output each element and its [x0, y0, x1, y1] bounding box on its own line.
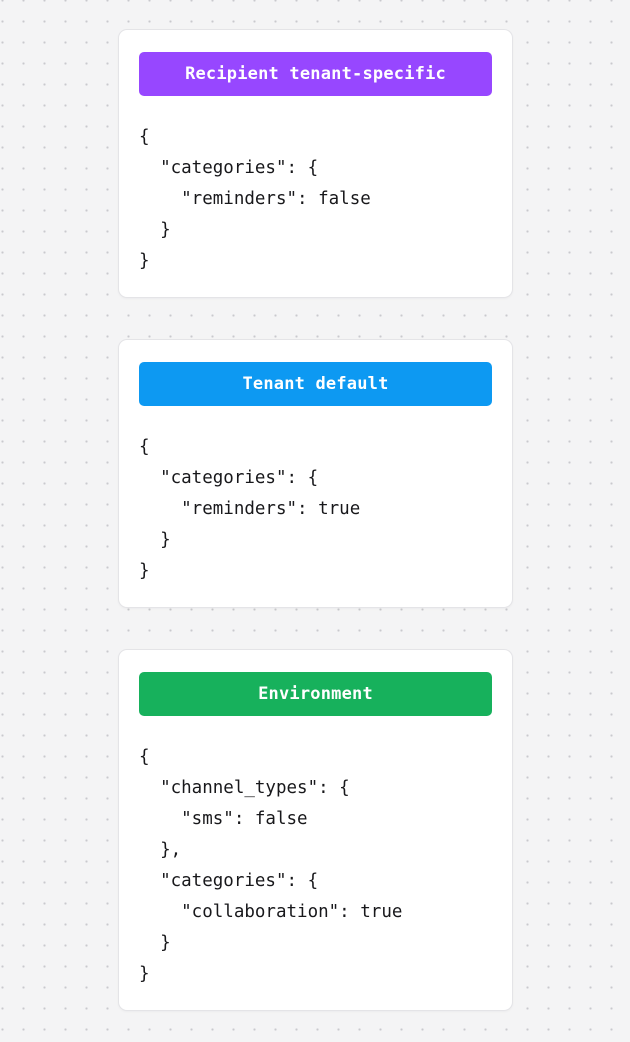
preference-card-environment: Environment { "channel_types": { "sms": …	[118, 649, 513, 1011]
card-code-environment: { "channel_types": { "sms": false }, "ca…	[139, 747, 403, 984]
preference-card-recipient-tenant-specific: Recipient tenant-specific { "categories"…	[118, 29, 513, 298]
preference-card-tenant-default: Tenant default { "categories": { "remind…	[118, 339, 513, 608]
preference-cards-stack: Recipient tenant-specific { "categories"…	[118, 29, 513, 1011]
card-badge-environment: Environment	[139, 672, 492, 716]
card-badge-recipient-tenant-specific: Recipient tenant-specific	[139, 52, 492, 96]
card-badge-tenant-default: Tenant default	[139, 362, 492, 406]
card-code-recipient-tenant-specific: { "categories": { "reminders": false } }	[139, 127, 371, 271]
card-code-tenant-default: { "categories": { "reminders": true } }	[139, 437, 361, 581]
